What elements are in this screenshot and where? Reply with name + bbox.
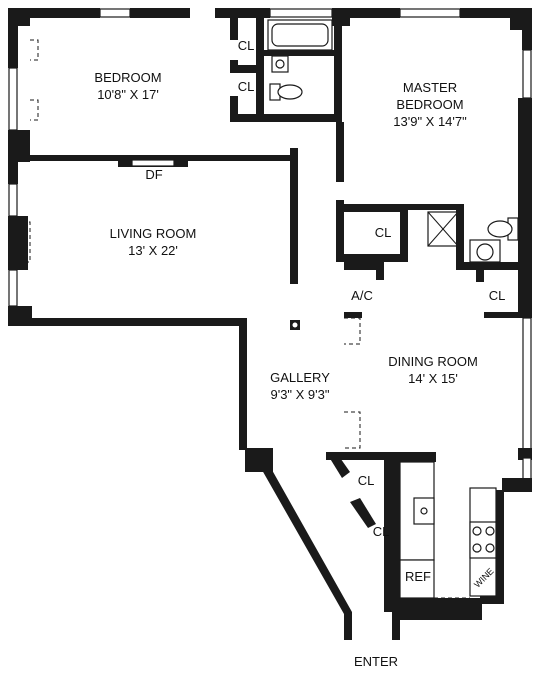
master-bedroom-name-line2: BEDROOM (396, 97, 463, 112)
master-bedroom-name-line1: MASTER (403, 80, 457, 95)
dining-room-name: DINING ROOM (388, 354, 478, 369)
closet-label-dining: CL (489, 288, 506, 303)
closet-label-kitchen-1: CL (358, 473, 375, 488)
dining-room-size: 14' X 15' (408, 371, 458, 386)
bedroom-size: 10'8" X 17' (97, 87, 159, 102)
ac-label: A/C (351, 288, 373, 303)
master-bedroom-size: 13'9" X 14'7" (393, 114, 467, 129)
living-room-size: 13' X 22' (128, 243, 178, 258)
bedroom-name: BEDROOM (94, 70, 161, 85)
room-labels: BEDROOM 10'8" X 17' MASTER BEDROOM 13'9"… (94, 70, 477, 402)
gallery-name: GALLERY (270, 370, 330, 385)
living-room-name: LIVING ROOM (110, 226, 197, 241)
closet-label-bedroom-2: CL (238, 79, 255, 94)
refrigerator-label: REF (405, 569, 431, 584)
door-openings (22, 39, 470, 599)
gallery-size: 9'3" X 9'3" (270, 387, 329, 402)
closet-label-master: CL (375, 225, 392, 240)
interior-walls (30, 18, 519, 612)
exterior-walls (8, 8, 532, 640)
closet-label-bedroom-1: CL (238, 38, 255, 53)
closet-label-kitchen-2: CL (373, 524, 390, 539)
fireplace-label: DF (145, 167, 162, 182)
enter-label: ENTER (354, 654, 398, 669)
